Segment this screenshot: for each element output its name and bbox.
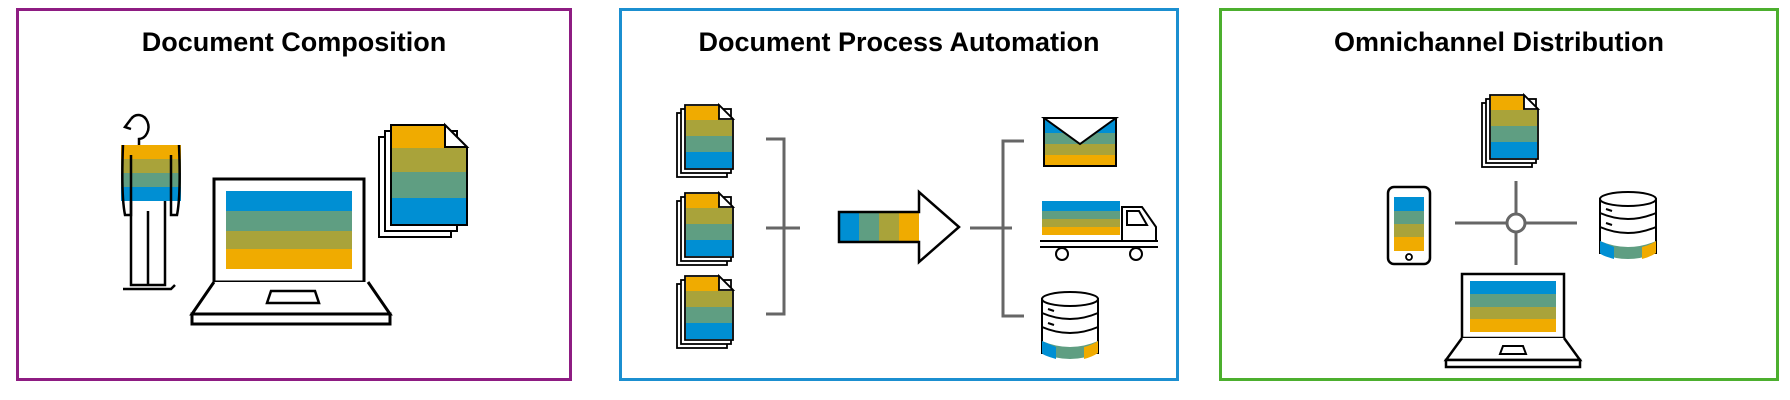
smartphone-icon (1386, 185, 1432, 266)
bracket-icon (766, 137, 800, 316)
laptop-icon (189, 177, 393, 326)
panel-document-composition: Document Composition (16, 8, 572, 381)
truck-icon (1040, 201, 1158, 261)
arrow-icon (837, 189, 961, 265)
database-icon (1599, 191, 1657, 260)
document-stack-icon (378, 122, 470, 238)
envelope-icon (1040, 117, 1120, 167)
panel-document-process-automation: Document Process Automation (619, 8, 1179, 381)
laptop-icon (1443, 272, 1583, 369)
panel-omnichannel-distribution: Omnichannel Distribution (1219, 8, 1779, 381)
person-icon (121, 113, 181, 291)
panel-title: Omnichannel Distribution (1333, 27, 1664, 57)
document-stack-icon (1481, 94, 1539, 168)
panel-title: Document Process Automation (698, 27, 1100, 57)
composition-illustration (121, 113, 470, 326)
automation-illustration (676, 104, 1158, 360)
database-icon (1041, 291, 1099, 360)
bracket-icon (970, 139, 1024, 318)
hub-icon (1455, 181, 1577, 265)
distribution-illustration (1386, 94, 1657, 369)
document-stack-icon (676, 104, 734, 349)
panel-title: Document Composition (141, 27, 447, 57)
